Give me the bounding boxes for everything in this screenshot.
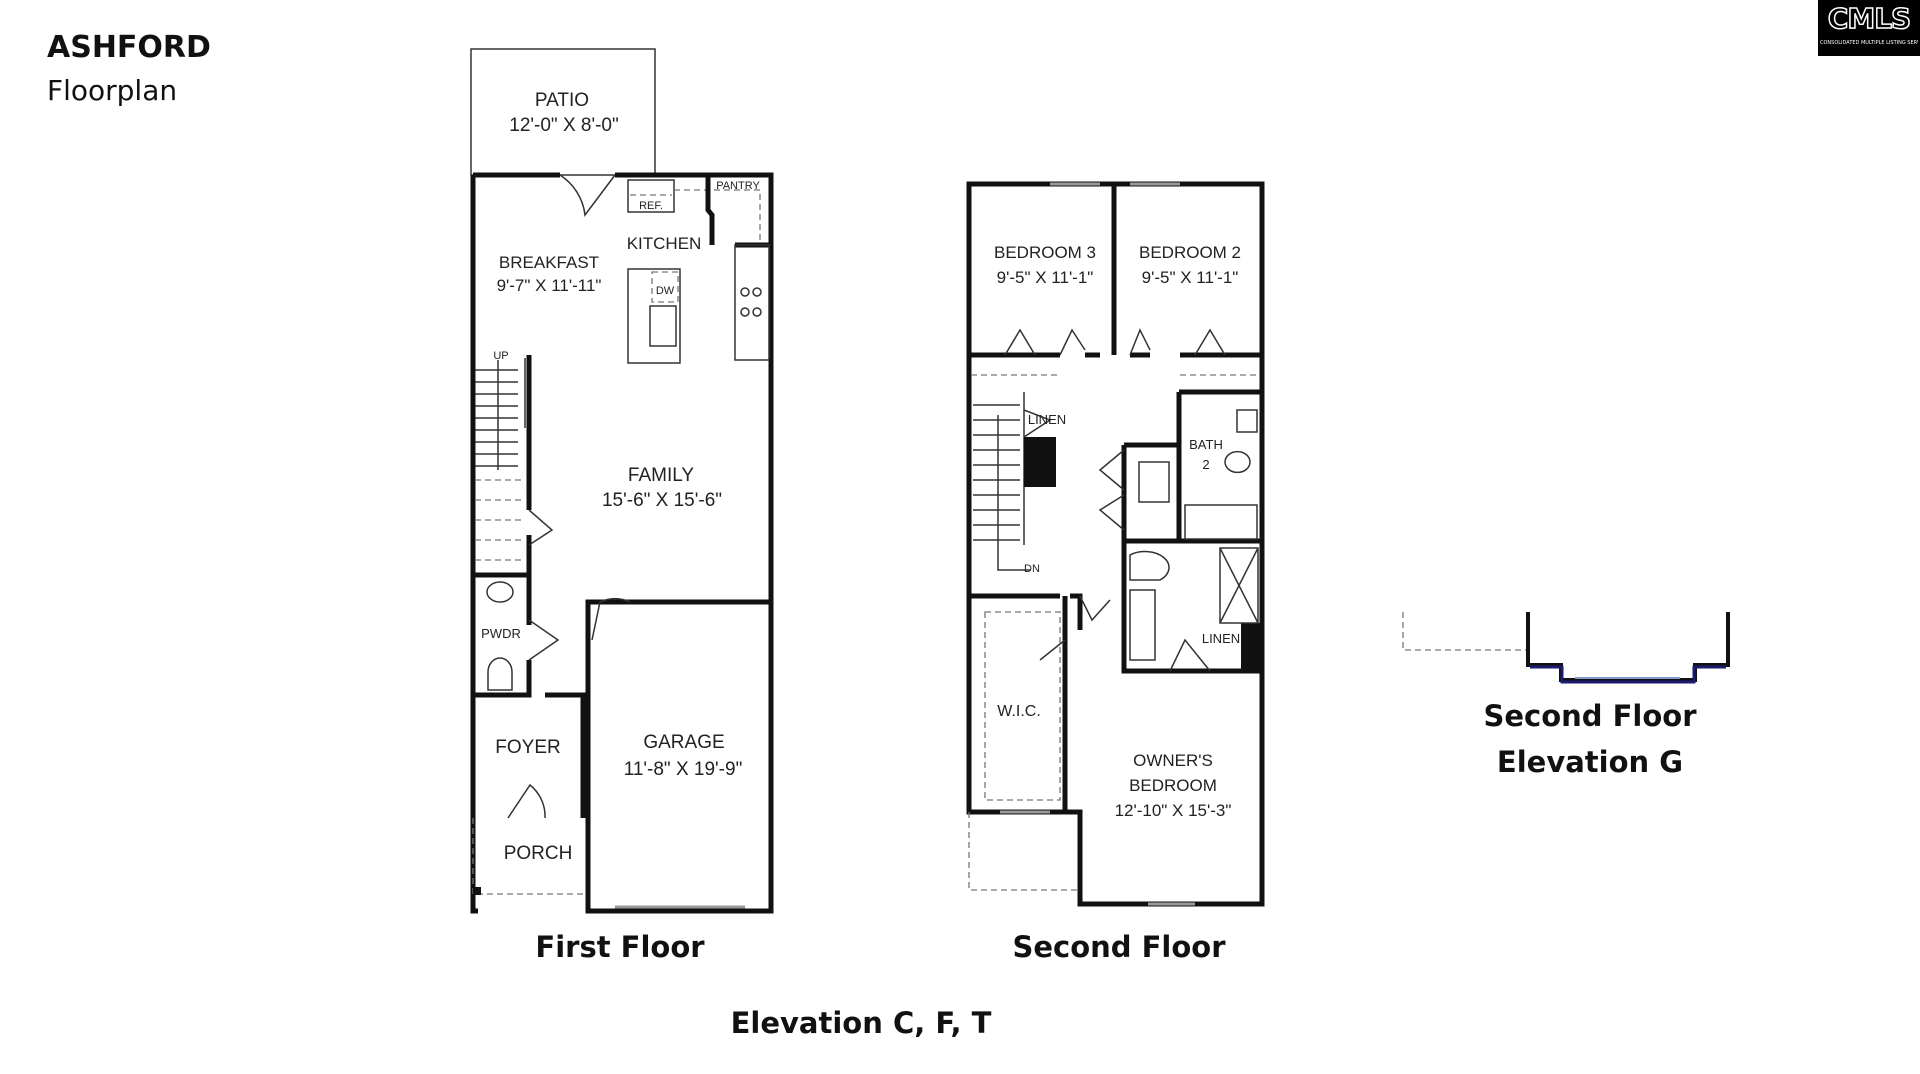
- bedroom3-dims: 9'-5" X 11'-1": [997, 268, 1094, 287]
- breakfast-label: BREAKFAST: [499, 253, 599, 272]
- elevation-g-plan: [1402, 612, 1730, 684]
- refrigerator: [627, 179, 675, 213]
- wic-label: W.I.C.: [997, 703, 1041, 720]
- island-sink: [649, 305, 677, 347]
- linen-closet-2: [1241, 623, 1260, 669]
- pantry-label: PANTRY: [716, 180, 760, 192]
- patio-dims: 12'-0" X 8'-0": [509, 115, 618, 136]
- garage-door: [591, 597, 631, 641]
- dn-label: DN: [1024, 563, 1040, 575]
- patio-label: PATIO: [535, 90, 589, 111]
- owners-dims: 12'-10" X 15'-3": [1115, 801, 1232, 820]
- hall-vanity: [1138, 461, 1170, 503]
- first-floor-caption: First Floor: [535, 930, 705, 964]
- plan-title: ASHFORD: [47, 30, 211, 65]
- first-floor-walls: [470, 172, 774, 914]
- bath2-label: BATH: [1189, 437, 1223, 452]
- first-floor-labels: PATIO 12'-0" X 8'-0" BREAKFAST 9'-7" X 1…: [481, 90, 760, 864]
- second-floor-caption: Second Floor: [1012, 930, 1226, 964]
- pwdr-label: PWDR: [481, 626, 521, 641]
- bathtub: [1184, 504, 1258, 540]
- wic-shelf: [984, 611, 1061, 801]
- family-label: FAMILY: [628, 465, 694, 486]
- bedroom3-label: BEDROOM 3: [994, 243, 1096, 262]
- stairs-second-floor: [973, 392, 1030, 571]
- porch-label: PORCH: [504, 843, 573, 864]
- second-floor-plan: [966, 181, 1265, 907]
- second-floor-walls: [966, 181, 1265, 907]
- powder-sink: [486, 581, 514, 603]
- closet-door: [528, 509, 554, 546]
- linen2-label: LINEN: [1202, 631, 1240, 646]
- bedroom2-dims: 9'-5" X 11'-1": [1142, 268, 1239, 287]
- dw-label: DW: [656, 285, 675, 297]
- patio-door: [559, 174, 616, 217]
- dishwasher: [651, 271, 679, 303]
- front-door: [507, 783, 546, 819]
- second-floor-labels: BEDROOM 3 9'-5" X 11'-1" BEDROOM 2 9'-5"…: [994, 243, 1241, 820]
- stove-counter: [734, 244, 770, 361]
- breakfast-dims: 9'-7" X 11'-11": [497, 276, 602, 295]
- owners-label-2: BEDROOM: [1129, 776, 1217, 795]
- logo-subtext: CONSOLIDATED MULTIPLE LISTING SERVICE: [1820, 40, 1918, 46]
- bay-outline: [968, 812, 1080, 891]
- owners-bath-fixtures: [1129, 547, 1259, 661]
- foyer-label: FOYER: [495, 737, 560, 758]
- cmls-logo: CMLS CONSOLIDATED MULTIPLE LISTING SERVI…: [1818, 0, 1920, 56]
- garage-dims: 11'-8" X 19'-9": [624, 759, 743, 780]
- bedroom2-label: BEDROOM 2: [1139, 243, 1241, 262]
- bath2-fixtures: [1224, 409, 1258, 474]
- up-label: UP: [493, 350, 508, 362]
- patio-outline: [470, 48, 656, 176]
- elevation-g-caption-1: Second Floor: [1483, 699, 1697, 733]
- powder-door: [528, 619, 560, 661]
- kitchen-label: KITCHEN: [627, 234, 702, 253]
- elevation-cft-caption: Elevation C, F, T: [731, 1006, 992, 1040]
- bath2-number: 2: [1202, 457, 1209, 472]
- logo-text: CMLS: [1827, 1, 1912, 36]
- family-dims: 15'-6" X 15'-6": [602, 490, 722, 511]
- owners-label-1: OWNER'S: [1133, 751, 1213, 770]
- linen1-label: LINEN: [1028, 412, 1066, 427]
- elevation-g-caption-2: Elevation G: [1497, 745, 1683, 779]
- linen-closet-1: [1024, 437, 1056, 487]
- kitchen-island: [627, 268, 681, 364]
- powder-toilet: [487, 657, 513, 691]
- garage-label: GARAGE: [643, 732, 724, 753]
- second-floor-doors: [1023, 409, 1211, 672]
- plan-subtitle: Floorplan: [47, 74, 178, 107]
- bedroom-closet-doors: [1004, 328, 1226, 356]
- stairs-first-floor: [475, 358, 526, 561]
- ref-label: REF.: [639, 200, 663, 212]
- first-floor-plan: [470, 48, 774, 914]
